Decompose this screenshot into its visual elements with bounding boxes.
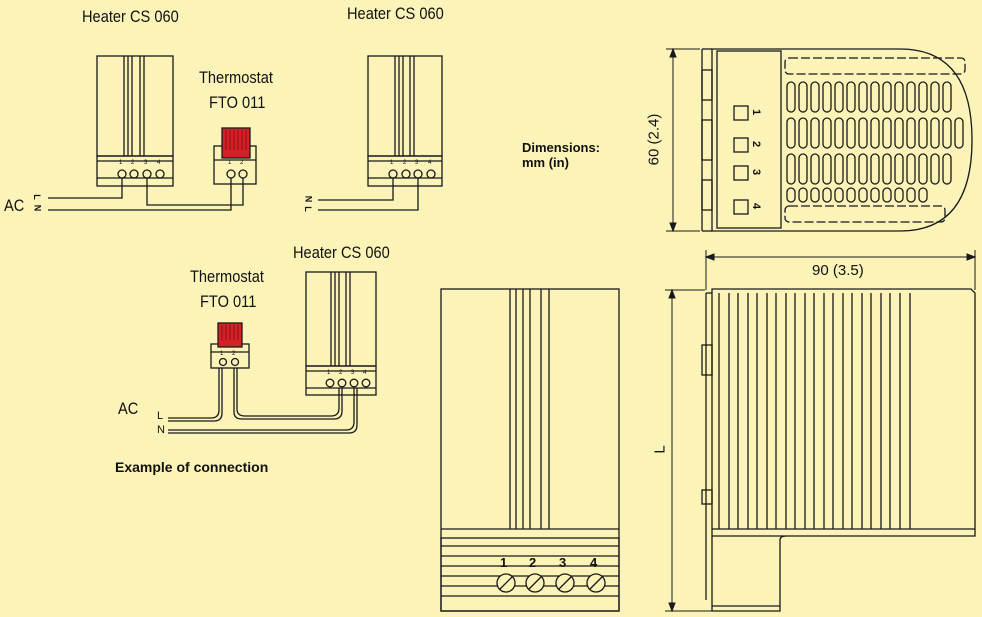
dimension-length xyxy=(665,288,712,613)
heater-3-terminal: 3 xyxy=(351,370,355,376)
front-view-terminal: 1 xyxy=(500,555,508,570)
dimension-width xyxy=(704,250,977,290)
heater-2-terminal: 2 xyxy=(403,160,407,166)
side-view xyxy=(701,288,976,612)
example-caption: Example of connection xyxy=(115,459,269,475)
thermostat-2-terminal: 1 xyxy=(220,351,224,357)
thermostat-1-label: Thermostat xyxy=(199,68,273,87)
front-view-terminal: 2 xyxy=(529,555,537,570)
heater-3-label: Heater CS 060 xyxy=(293,243,390,262)
thermostat-2-label: Thermostat xyxy=(190,267,264,286)
dimension-height xyxy=(666,47,700,233)
top-view-terminal: 2 xyxy=(750,140,763,148)
front-view xyxy=(440,288,620,612)
top-view-terminal: 3 xyxy=(750,168,763,176)
thermostat-1-terminal: 2 xyxy=(240,160,244,166)
ac-label-1: AC xyxy=(4,196,25,215)
ac-label-3: AC xyxy=(118,399,139,418)
wiring-3 xyxy=(168,368,358,434)
dimensions-units: mm (in) xyxy=(522,155,569,170)
thermostat-2-terminal: 2 xyxy=(232,351,236,357)
heater-2-label: Heater CS 060 xyxy=(347,4,444,23)
dimension-length-label: L xyxy=(651,445,669,454)
wiring-1 xyxy=(48,178,244,211)
l-label-3: L xyxy=(157,410,164,422)
top-view-terminal: 1 xyxy=(750,108,763,116)
top-view xyxy=(701,48,973,232)
thermostat-2-model: FTO 011 xyxy=(200,292,257,311)
heater-1 xyxy=(96,55,174,187)
heater-2-terminal: 1 xyxy=(390,160,394,166)
heater-2 xyxy=(367,55,443,187)
fin-grid xyxy=(786,81,964,203)
heater-3-terminal: 4 xyxy=(363,370,367,376)
thermostat-1-model: FTO 011 xyxy=(209,93,266,112)
n-label-2: N xyxy=(303,195,314,203)
wiring-2 xyxy=(318,178,419,211)
heater-2-terminal: 3 xyxy=(415,160,419,166)
heater-3 xyxy=(305,271,377,396)
l-label-2: L xyxy=(302,206,313,212)
heater-1-terminal: 1 xyxy=(119,160,123,166)
heater-1-terminal: 3 xyxy=(144,160,148,166)
heater-1-label: Heater CS 060 xyxy=(82,7,179,26)
dimensions-label: Dimensions: xyxy=(522,140,601,155)
front-view-terminal: 3 xyxy=(559,555,567,570)
dimension-height-label: 60 (2.4) xyxy=(645,113,663,166)
heater-3-terminal: 1 xyxy=(327,370,331,376)
top-view-terminal: 4 xyxy=(750,202,763,210)
n-label-3: N xyxy=(157,424,165,436)
dimension-width-label: 90 (3.5) xyxy=(812,262,864,279)
thermostat-1-terminal: 1 xyxy=(228,160,232,166)
heater-2-terminal: 4 xyxy=(428,160,432,166)
heater-3-terminal: 2 xyxy=(339,370,343,376)
heater-1-terminal: 4 xyxy=(157,160,161,166)
n-label-1: N xyxy=(32,204,43,212)
l-label-1: L xyxy=(31,194,42,200)
heater-1-terminal: 2 xyxy=(131,160,135,166)
front-view-terminal: 4 xyxy=(590,555,598,570)
